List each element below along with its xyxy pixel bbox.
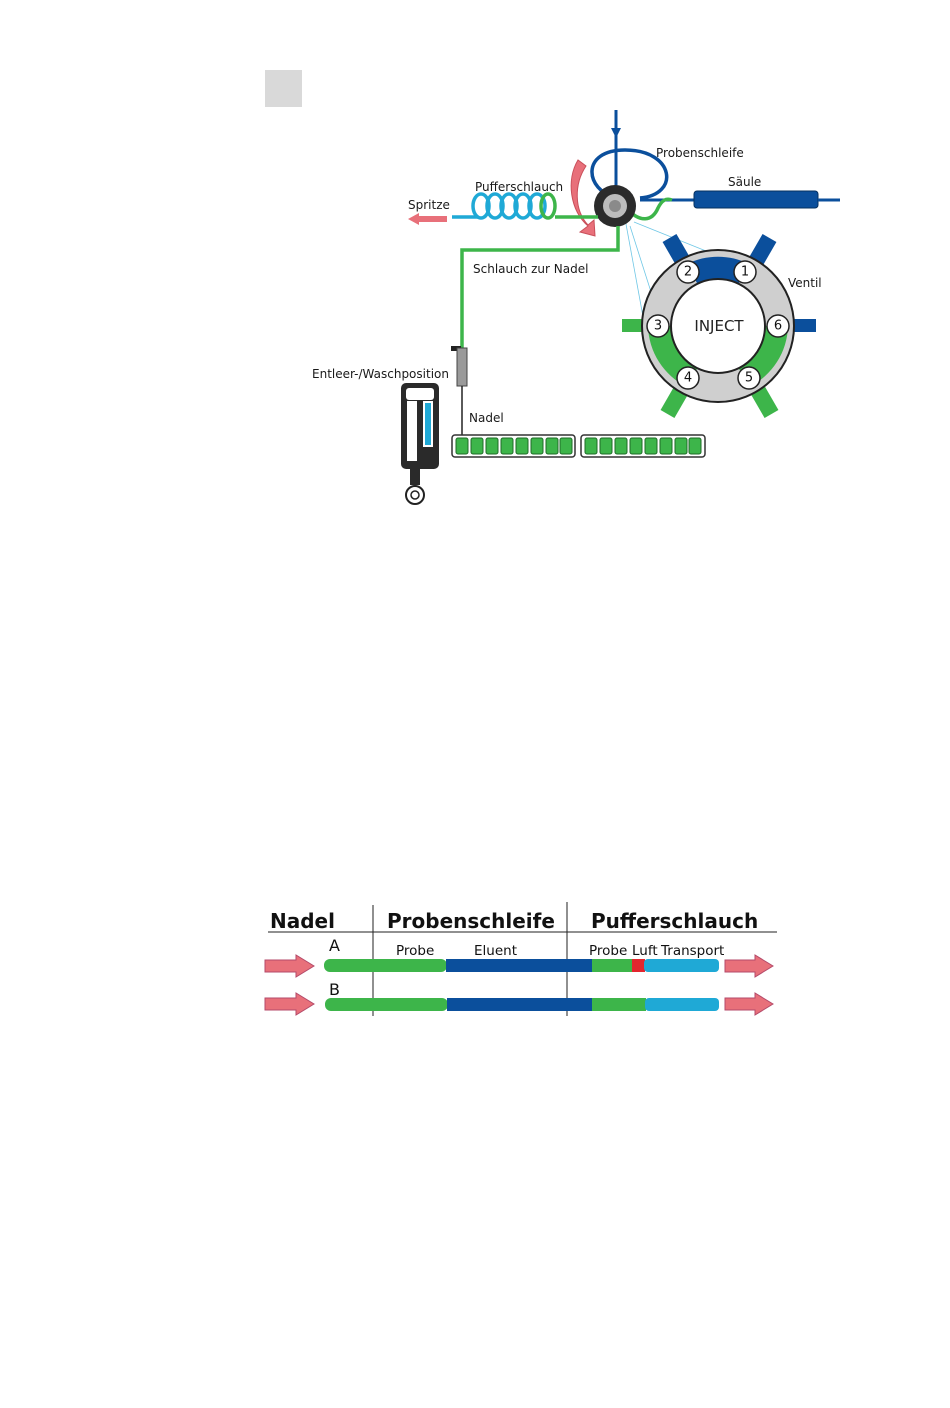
column-saeule	[694, 191, 818, 208]
syringe-arrow	[408, 213, 447, 225]
port-1-label: 1	[741, 265, 749, 280]
sample-rack-1	[452, 435, 575, 457]
gray-marker-box	[265, 70, 302, 107]
inject-label: INJECT	[694, 317, 744, 335]
row-a-label-eluent: Eluent	[474, 943, 517, 959]
label-spritze: Spritze	[408, 198, 450, 212]
port-4-label: 4	[684, 371, 692, 386]
label-nadel: Nadel	[469, 411, 504, 425]
row-b-letter: B	[329, 980, 340, 999]
buffer-tubing-coil-green	[541, 194, 555, 218]
label-saeule: Säule	[728, 175, 761, 189]
flow-table: Nadel Probenschleife Pufferschlauch A Pr…	[265, 902, 777, 1016]
header-pufferschlauch: Pufferschlauch	[591, 909, 758, 933]
row-a-letter: A	[329, 936, 340, 955]
buffer-tubing-coils	[473, 194, 545, 218]
valve-head-core	[609, 200, 621, 212]
label-entleer-waschposition: Entleer-/Waschposition	[312, 367, 449, 381]
row-b-segment-green-2	[592, 998, 646, 1011]
row-a-arrow-out	[725, 955, 773, 977]
port-5-label: 5	[745, 371, 753, 386]
row-b-arrow-out	[725, 993, 773, 1015]
row-b-arrow-in	[265, 993, 314, 1015]
header-nadel: Nadel	[270, 909, 335, 933]
needle-tubing	[462, 226, 618, 350]
inlet-arrowhead	[611, 128, 621, 138]
row-a-arrow-in	[265, 955, 314, 977]
row-b-segment-cyan	[645, 998, 719, 1011]
port-3-label: 3	[654, 319, 662, 334]
label-schlauch-zur-nadel: Schlauch zur Nadel	[473, 262, 588, 276]
label-probenschleife: Probenschleife	[656, 146, 744, 160]
wash-station	[401, 383, 439, 504]
row-a-label-transport: Transport	[660, 943, 724, 959]
row-a-segment-cyan	[644, 959, 719, 972]
row-a-segment-red	[632, 959, 645, 972]
row-a-label-luft: Luft	[632, 943, 658, 959]
row-a-label-probe-2: Probe	[589, 943, 627, 959]
row-a-label-probe: Probe	[396, 943, 434, 959]
header-probenschleife: Probenschleife	[387, 909, 555, 933]
port-2-label: 2	[684, 265, 692, 280]
label-ventil: Ventil	[788, 276, 822, 290]
label-pufferschlauch: Pufferschlauch	[475, 180, 563, 194]
row-a-segment-blue	[446, 959, 593, 972]
row-a-segment-green-2	[592, 959, 632, 972]
sample-rack-2	[581, 435, 705, 457]
needle	[451, 346, 467, 438]
row-b-segment-blue	[447, 998, 593, 1011]
row-b-segment-green	[325, 998, 448, 1011]
row-a-segment-green	[324, 959, 447, 972]
port-6-label: 6	[774, 319, 782, 334]
